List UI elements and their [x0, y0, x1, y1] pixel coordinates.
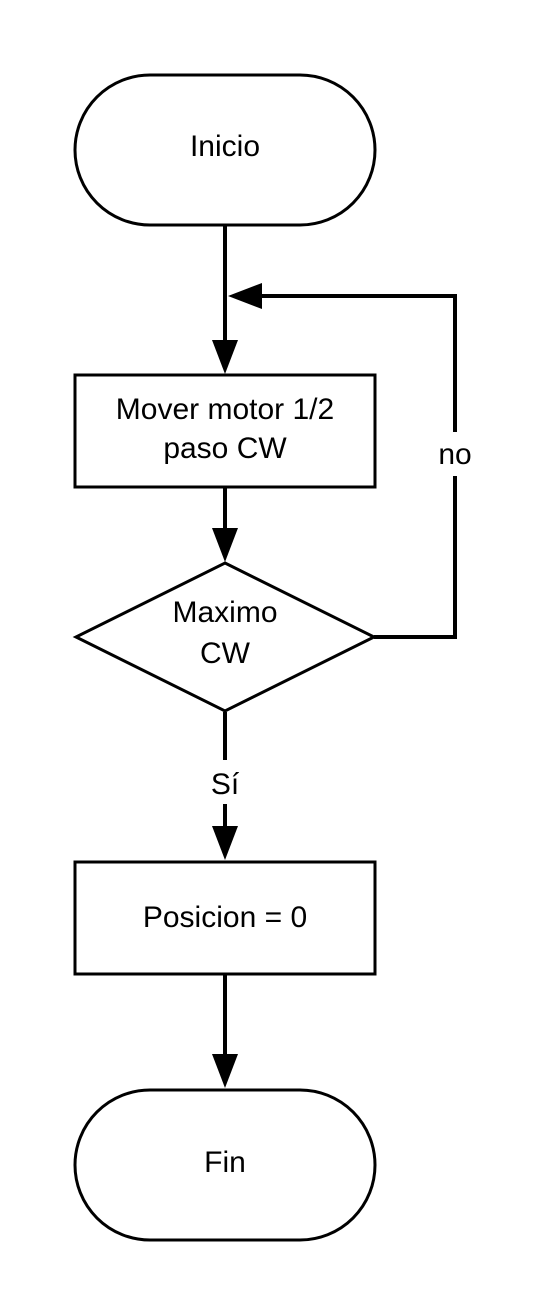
node-check-label-line2: CW	[200, 637, 251, 670]
node-reset: Posicion = 0	[73, 860, 377, 976]
process-shape-reset	[73, 860, 377, 976]
arrowhead-into-reset	[212, 826, 238, 860]
terminal-shape-start	[73, 73, 377, 227]
arrowhead-into-check	[212, 528, 238, 562]
edge-label-no-background	[430, 432, 480, 476]
node-move-label-line1: Mover motor 1/2	[116, 393, 334, 426]
node-reset-label: Posicion = 0	[143, 901, 307, 934]
arrowhead-into-end	[212, 1054, 238, 1088]
edge-label-no-group: no	[430, 432, 480, 476]
edge-label-yes: Sí	[211, 768, 240, 801]
decision-shape-check	[72, 561, 378, 713]
node-check-label-line1: Maximo	[172, 596, 277, 629]
process-shape-move	[73, 373, 377, 489]
node-end-label: Fin	[204, 1146, 246, 1179]
terminal-shape-end	[73, 1088, 377, 1242]
arrowhead-into-move	[212, 340, 238, 374]
node-move-label-line2: paso CW	[163, 432, 287, 465]
node-start-label: Inicio	[190, 130, 260, 163]
edge-label-yes-group: Sí	[200, 760, 250, 804]
node-check: Maximo CW	[72, 561, 378, 713]
arrowhead-loop-back	[228, 283, 262, 309]
node-end: Fin	[73, 1088, 377, 1242]
node-move: Mover motor 1/2 paso CW	[73, 373, 377, 489]
node-start: Inicio	[73, 73, 377, 227]
edge-label-no: no	[438, 438, 471, 471]
edge-label-yes-background	[200, 760, 250, 804]
